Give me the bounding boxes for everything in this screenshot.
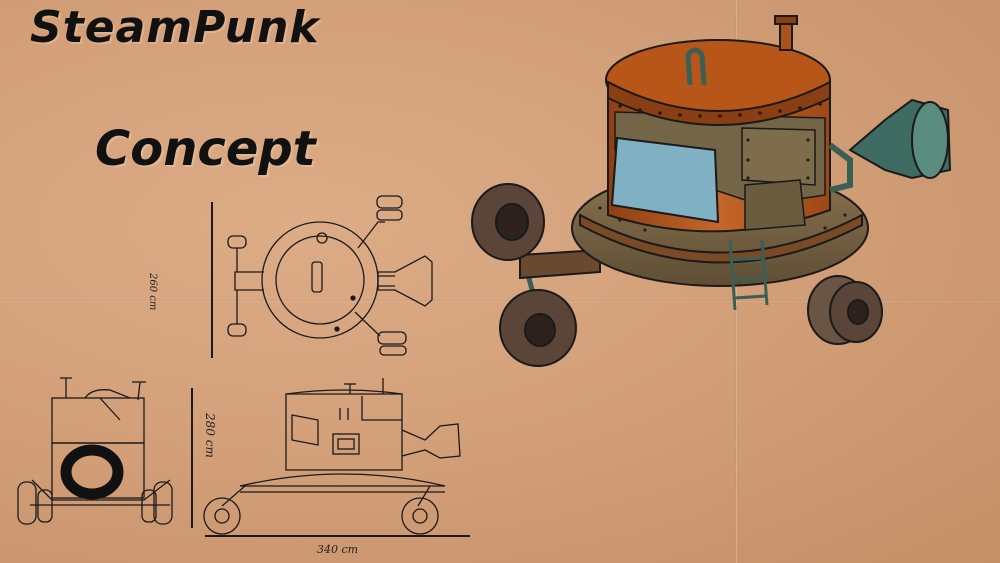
title-steampunk: SteamPunk [30,2,320,53]
paper-fold-horizontal [0,300,1000,302]
ladder [728,239,769,311]
side-view-sketch [203,378,470,537]
front-view-sketch [17,377,193,528]
top-view-sketch [211,195,433,358]
vehicle-window [610,136,720,224]
title-concept: Concept [95,121,316,177]
dimension-side-length: 340 cm [317,543,359,556]
